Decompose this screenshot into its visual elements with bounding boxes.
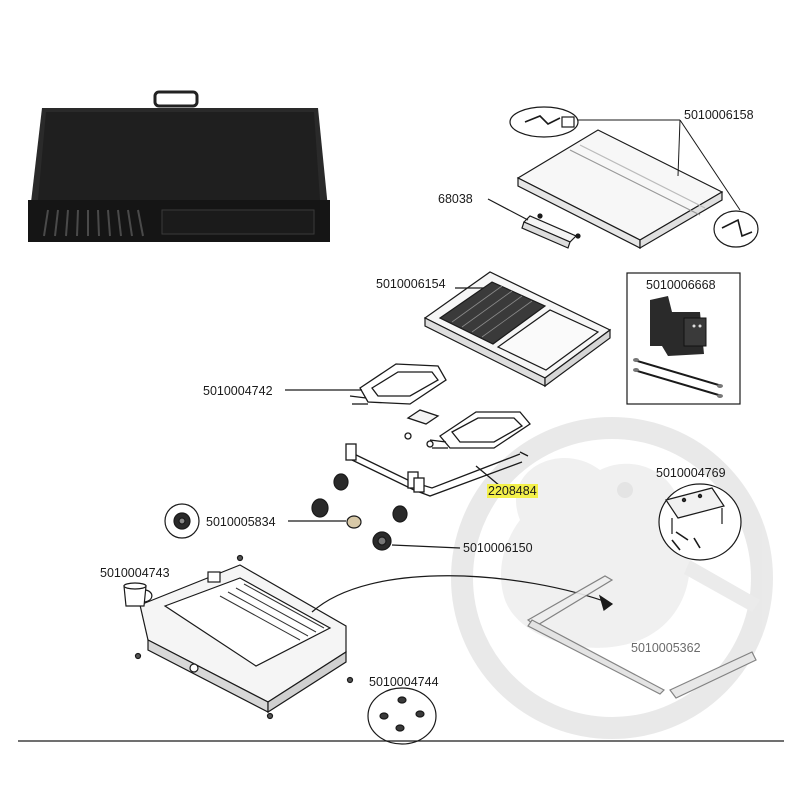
label-5010005362: 5010005362 bbox=[631, 641, 701, 655]
label-5010006158: 5010006158 bbox=[684, 108, 754, 122]
label-5010004743: 5010004743 bbox=[100, 566, 170, 580]
knobs-part bbox=[164, 473, 461, 551]
label-5010004742: 5010004742 bbox=[203, 384, 273, 398]
feet-part bbox=[367, 687, 437, 745]
label-5010006668: 5010006668 bbox=[646, 278, 716, 292]
bracket-part bbox=[658, 483, 742, 561]
label-5010005834: 5010005834 bbox=[206, 515, 276, 529]
lid-part bbox=[509, 106, 759, 250]
label-5010006154: 5010006154 bbox=[376, 277, 446, 291]
griddle-product-photo bbox=[28, 90, 330, 242]
leader-lines-lid bbox=[578, 119, 741, 211]
label-5010004769: 5010004769 bbox=[656, 466, 726, 480]
label-5010004744: 5010004744 bbox=[369, 675, 439, 689]
label-68038: 68038 bbox=[438, 192, 473, 206]
watermark bbox=[451, 417, 773, 739]
label-2208484-highlighted: 2208484 bbox=[487, 484, 538, 498]
handle-part bbox=[487, 198, 581, 249]
wire-frame-part bbox=[345, 432, 529, 497]
griddle-plate-part bbox=[423, 271, 612, 388]
heating-element-part bbox=[285, 363, 531, 449]
label-5010006150: 5010006150 bbox=[463, 541, 533, 555]
inset-box-5010006668 bbox=[626, 272, 741, 405]
drip-tray-part bbox=[526, 575, 757, 699]
base-housing-part bbox=[123, 554, 614, 720]
